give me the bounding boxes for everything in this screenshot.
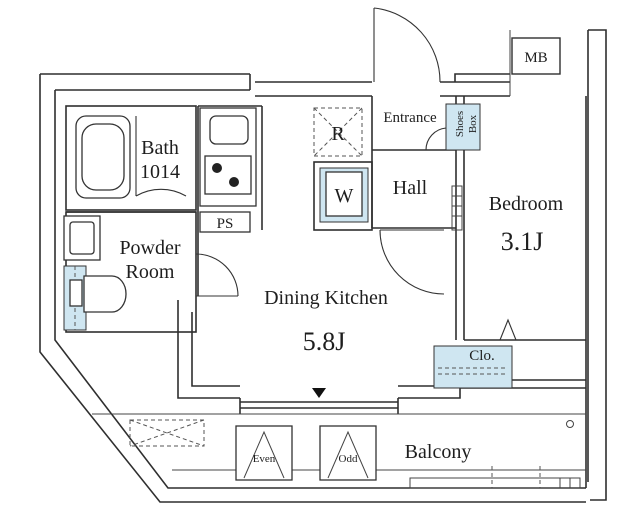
even-label: Even [253, 453, 276, 465]
meter-box: MB [511, 37, 561, 75]
entrance-area: Entrance Shoes Box [383, 103, 481, 151]
bathtub: Bath 1014 [75, 115, 187, 199]
burner-icon [212, 163, 222, 173]
outer-walls [39, 29, 607, 503]
entrance-door [373, 7, 441, 83]
powder-label-2: Room [126, 261, 175, 283]
closet: Clo. [433, 345, 513, 389]
bedroom-size: 3.1J [501, 227, 544, 256]
ps-label: PS [217, 216, 234, 232]
dk-size: 5.8J [303, 327, 346, 356]
powder-label-1: Powder [119, 237, 180, 259]
odd-label: Odd [339, 453, 358, 465]
washer-label: W [335, 185, 354, 207]
hall-area: Hall [379, 177, 463, 295]
entrance-label: Entrance [383, 110, 437, 126]
refrigerator-space: R [313, 107, 363, 157]
balcony-label: Balcony [405, 441, 472, 463]
drain-icon [566, 420, 574, 428]
balcony: Even Odd Balcony [92, 413, 586, 489]
bath-label: Bath [141, 137, 179, 159]
entry-arrow-icon [312, 388, 326, 398]
bedroom-label: Bedroom [489, 193, 564, 215]
kitchen-counter: PS [199, 115, 252, 233]
dk-label: Dining Kitchen [264, 287, 388, 309]
sink-icon [209, 115, 249, 145]
closet-label: Clo. [469, 348, 494, 364]
bath-size: 1014 [140, 161, 180, 183]
refrigerator-label: R [331, 123, 345, 145]
box-label: Box [467, 114, 479, 133]
bedroom: Bedroom 3.1J [489, 193, 564, 341]
mb-label: MB [524, 50, 547, 66]
hall-label: Hall [393, 177, 428, 199]
dining-kitchen: Dining Kitchen 5.8J [264, 287, 388, 398]
burner-icon [229, 177, 239, 187]
powder-room: Powder Room [63, 215, 239, 331]
shoes-label: Shoes [454, 111, 466, 137]
washer-space: W [319, 167, 369, 223]
